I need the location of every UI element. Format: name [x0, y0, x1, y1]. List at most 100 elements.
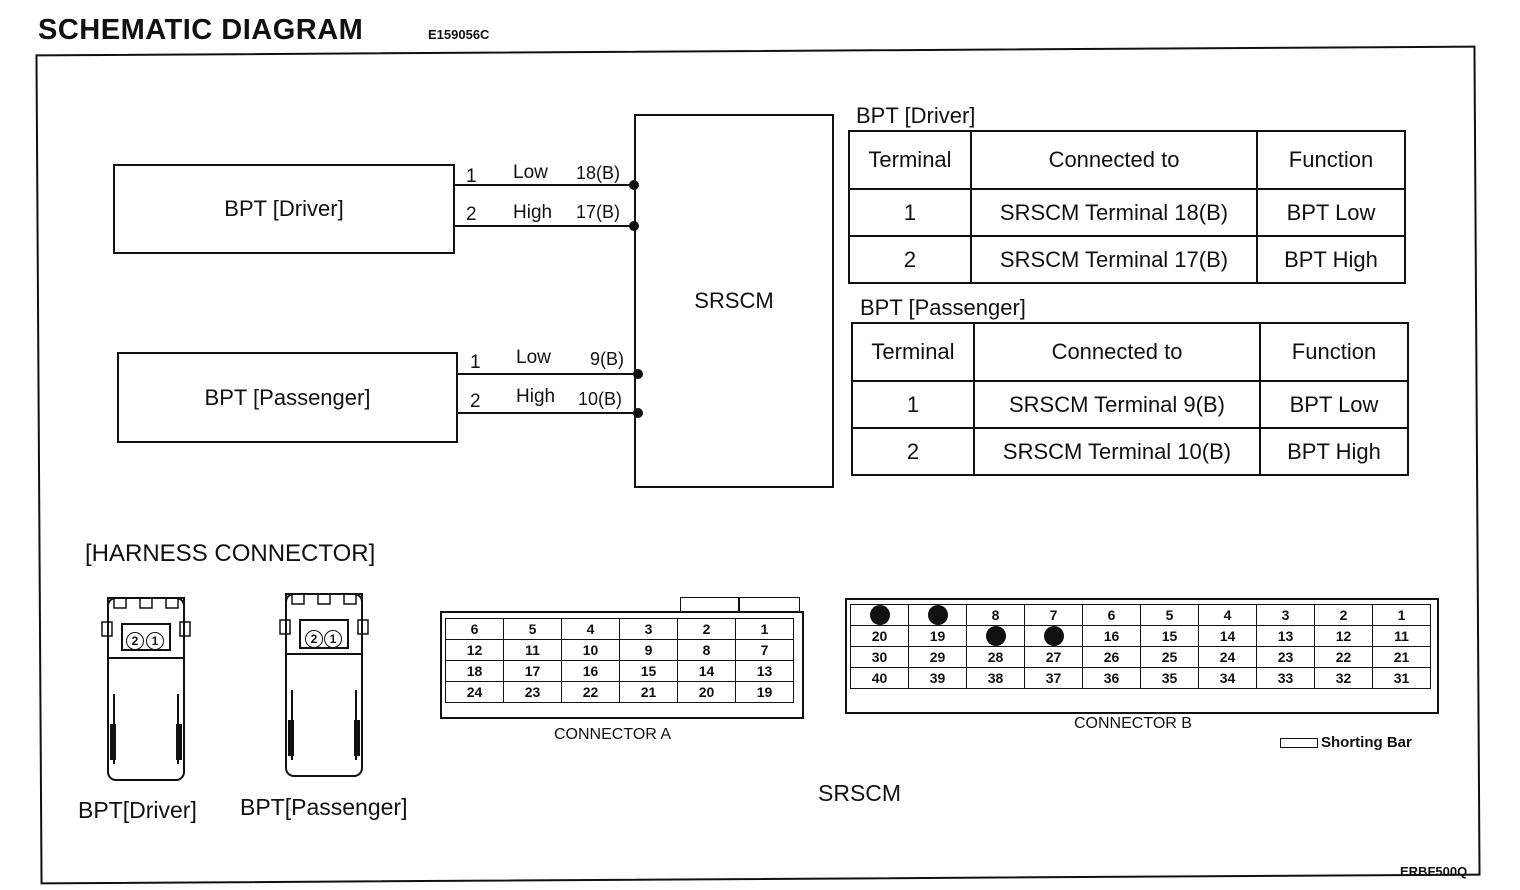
- connector-b-pin-cell: 7: [1024, 604, 1083, 626]
- connector-b-pin-cell: [966, 625, 1025, 647]
- table-row: 1 SRSCM Terminal 18(B) BPT Low: [848, 188, 1406, 237]
- srscm-caption: SRSCM: [818, 780, 902, 806]
- connector-b-pin-cell: 35: [1140, 667, 1199, 689]
- driver-pin-2: 2: [466, 204, 477, 225]
- connector-b-pin-cell: 13: [1256, 625, 1315, 647]
- driver-table-title: BPT [Driver]: [856, 103, 976, 128]
- connector-a-pin-cell: 11: [503, 639, 562, 661]
- connector-b-label: CONNECTOR B: [1074, 715, 1192, 732]
- connector-b-pin-cell: 34: [1198, 667, 1257, 689]
- table-row: 1 SRSCM Terminal 9(B) BPT Low: [851, 380, 1409, 429]
- connector-b-pin-cell: [908, 604, 967, 626]
- passenger-signal-low: Low: [516, 347, 551, 368]
- connector-b-pin-cell: 39: [908, 667, 967, 689]
- connector-b-pin-cell: 26: [1082, 646, 1141, 668]
- connector-a-pin-cell: 22: [561, 681, 620, 703]
- connector-a-pin-cell: 2: [677, 618, 736, 640]
- shorting-bar-legend: Shorting Bar: [1280, 734, 1412, 751]
- connector-a-pin-cell: 19: [735, 681, 794, 703]
- table-cell: BPT High: [1259, 427, 1409, 476]
- connector-b-pin-cell: 2: [1314, 604, 1373, 626]
- connector-a-pin-cell: 4: [561, 618, 620, 640]
- connector-a-pin-cell: 12: [445, 639, 504, 661]
- bpt-passenger-label: BPT [Passenger]: [204, 384, 371, 410]
- bpt-driver-caption: BPT[Driver]: [78, 797, 197, 823]
- header-cell: Terminal: [851, 322, 975, 382]
- table-cell: 2: [851, 427, 975, 476]
- driver-terminal-low: 18(B): [576, 163, 621, 183]
- driver-terminal-high: 17(B): [576, 202, 621, 222]
- connector-b-pin-cell: 30: [850, 646, 909, 668]
- connector-b-pin-cell: 11: [1372, 625, 1431, 647]
- connector-b-pin-cell: 6: [1082, 604, 1141, 626]
- connector-a-pin-cell: 18: [445, 660, 504, 682]
- bpt-driver-label: BPT [Driver]: [224, 196, 344, 221]
- table-cell: SRSCM Terminal 10(B): [973, 427, 1261, 476]
- connector-a-pin-cell: 16: [561, 660, 620, 682]
- page-title: SCHEMATIC DIAGRAM: [38, 14, 364, 46]
- connector-b-pin-cell: 12: [1314, 625, 1373, 647]
- connector-b-pin-cell: 20: [850, 625, 909, 647]
- driver-pin-1: 1: [466, 166, 477, 187]
- connector-b-pin-cell: 22: [1314, 646, 1373, 668]
- bpt-passenger-connector-drawing: [279, 593, 369, 777]
- bpt-passenger-block: BPT [Passenger]: [117, 352, 458, 443]
- passenger-pin-2: 2: [470, 391, 481, 412]
- passenger-table-title: BPT [Passenger]: [860, 295, 1026, 320]
- connector-b-pin-cell: 14: [1198, 625, 1257, 647]
- filled-pin-dot: [1043, 626, 1064, 646]
- connector-b-pin-cell: 15: [1140, 625, 1199, 647]
- driver-terminal-table: Terminal Connected to Function 1 SRSCM T…: [848, 130, 1406, 284]
- connector-a-pin-cell: 20: [677, 681, 736, 703]
- bpt-driver-block: BPT [Driver]: [113, 164, 455, 254]
- connector-b-pin-cell: 16: [1082, 625, 1141, 647]
- connector-a-housing: [440, 611, 804, 719]
- connector-a-pin-cell: 21: [619, 681, 678, 703]
- passenger-terminal-table: Terminal Connected to Function 1 SRSCM T…: [851, 322, 1409, 476]
- connector-b-pin-cell: 40: [850, 667, 909, 689]
- shorting-bar-label: Shorting Bar: [1321, 734, 1412, 751]
- connector-b-pin-cell: 23: [1256, 646, 1315, 668]
- connector-a-pin-cell: 17: [503, 660, 562, 682]
- shorting-bar-symbol: [1280, 738, 1318, 749]
- filled-pin-dot: [985, 626, 1006, 646]
- header-cell: Terminal: [848, 130, 972, 190]
- document-code: E159056C: [428, 27, 490, 42]
- connector-b-pin-cell: 36: [1082, 667, 1141, 689]
- connector-a-pin-cell: 7: [735, 639, 794, 661]
- connector-b-pin-cell: 24: [1198, 646, 1257, 668]
- connector-b-pin-cell: 4: [1198, 604, 1257, 626]
- harness-connector-title: [HARNESS CONNECTOR]: [85, 540, 376, 567]
- connector-a-pin-cell: 1: [735, 618, 794, 640]
- connector-a-latch-divider: [738, 597, 740, 611]
- connector-b-pin-cell: 32: [1314, 667, 1373, 689]
- table-cell: BPT Low: [1259, 380, 1409, 429]
- connector-b-pin-cell: 38: [966, 667, 1025, 689]
- passenger-signal-high: High: [516, 386, 556, 407]
- footer-code: ERBF500Q: [1400, 864, 1468, 879]
- connector-b-pin-cell: 21: [1372, 646, 1431, 668]
- table-cell: 2: [848, 235, 972, 284]
- connector-a-pin-cell: 14: [677, 660, 736, 682]
- connector-b-pin-cell: 3: [1256, 604, 1315, 626]
- connector-b-housing: [845, 598, 1439, 714]
- passenger-terminal-low: 9(B): [590, 349, 625, 369]
- connector-a-label: CONNECTOR A: [554, 726, 672, 743]
- table-cell: BPT High: [1256, 235, 1406, 284]
- header-cell: Connected to: [973, 322, 1261, 382]
- connector-a-pin-cell: 8: [677, 639, 736, 661]
- srscm-label: SRSCM: [694, 288, 774, 313]
- table-cell: SRSCM Terminal 9(B): [973, 380, 1261, 429]
- table-cell: BPT Low: [1256, 188, 1406, 237]
- table-row: 2 SRSCM Terminal 10(B) BPT High: [851, 427, 1409, 476]
- bpt-driver-connector-drawing: [101, 597, 191, 781]
- table-cell: 1: [851, 380, 975, 429]
- header-cell: Connected to: [970, 130, 1258, 190]
- table-header-row: Terminal Connected to Function: [851, 322, 1409, 382]
- connector-b-pin-cell: [850, 604, 909, 626]
